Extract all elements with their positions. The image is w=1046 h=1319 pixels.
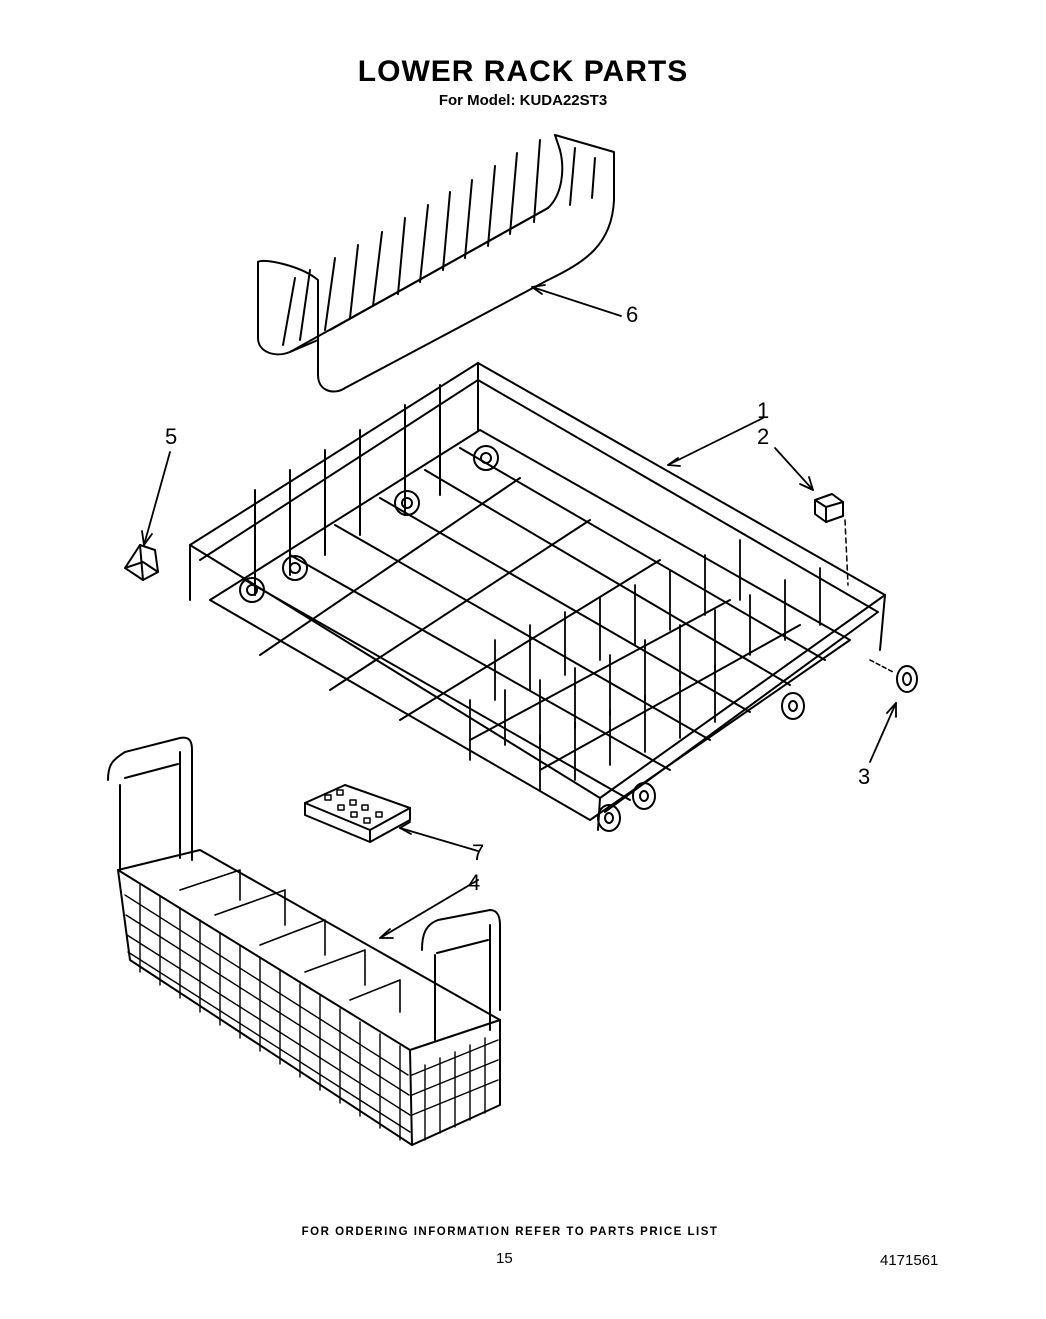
rack-clip-drawing	[774, 447, 849, 586]
page-number: 15	[496, 1250, 513, 1267]
lower-rack-drawing	[189, 362, 886, 832]
page-title: LOWER RACK PARTS	[357, 55, 689, 88]
callout-4: 4	[468, 870, 480, 895]
callout-2: 2	[757, 424, 769, 449]
basket-cover-drawing	[304, 784, 479, 852]
rack-wheel-drawing	[869, 659, 918, 763]
document-number: 4171561	[880, 1252, 939, 1269]
rear-rack-section-drawing	[257, 134, 622, 393]
callout-3: 3	[858, 764, 870, 789]
end-clip-drawing	[124, 451, 171, 581]
callout-1: 1	[757, 398, 769, 423]
callout-5: 5	[165, 424, 177, 449]
ordering-note: FOR ORDERING INFORMATION REFER TO PARTS …	[301, 1226, 719, 1238]
callout-6: 6	[626, 302, 638, 327]
silverware-basket-drawing	[107, 736, 501, 1146]
callout-7: 7	[472, 840, 484, 865]
model-subtitle: For Model: KUDA22ST3	[438, 92, 608, 109]
